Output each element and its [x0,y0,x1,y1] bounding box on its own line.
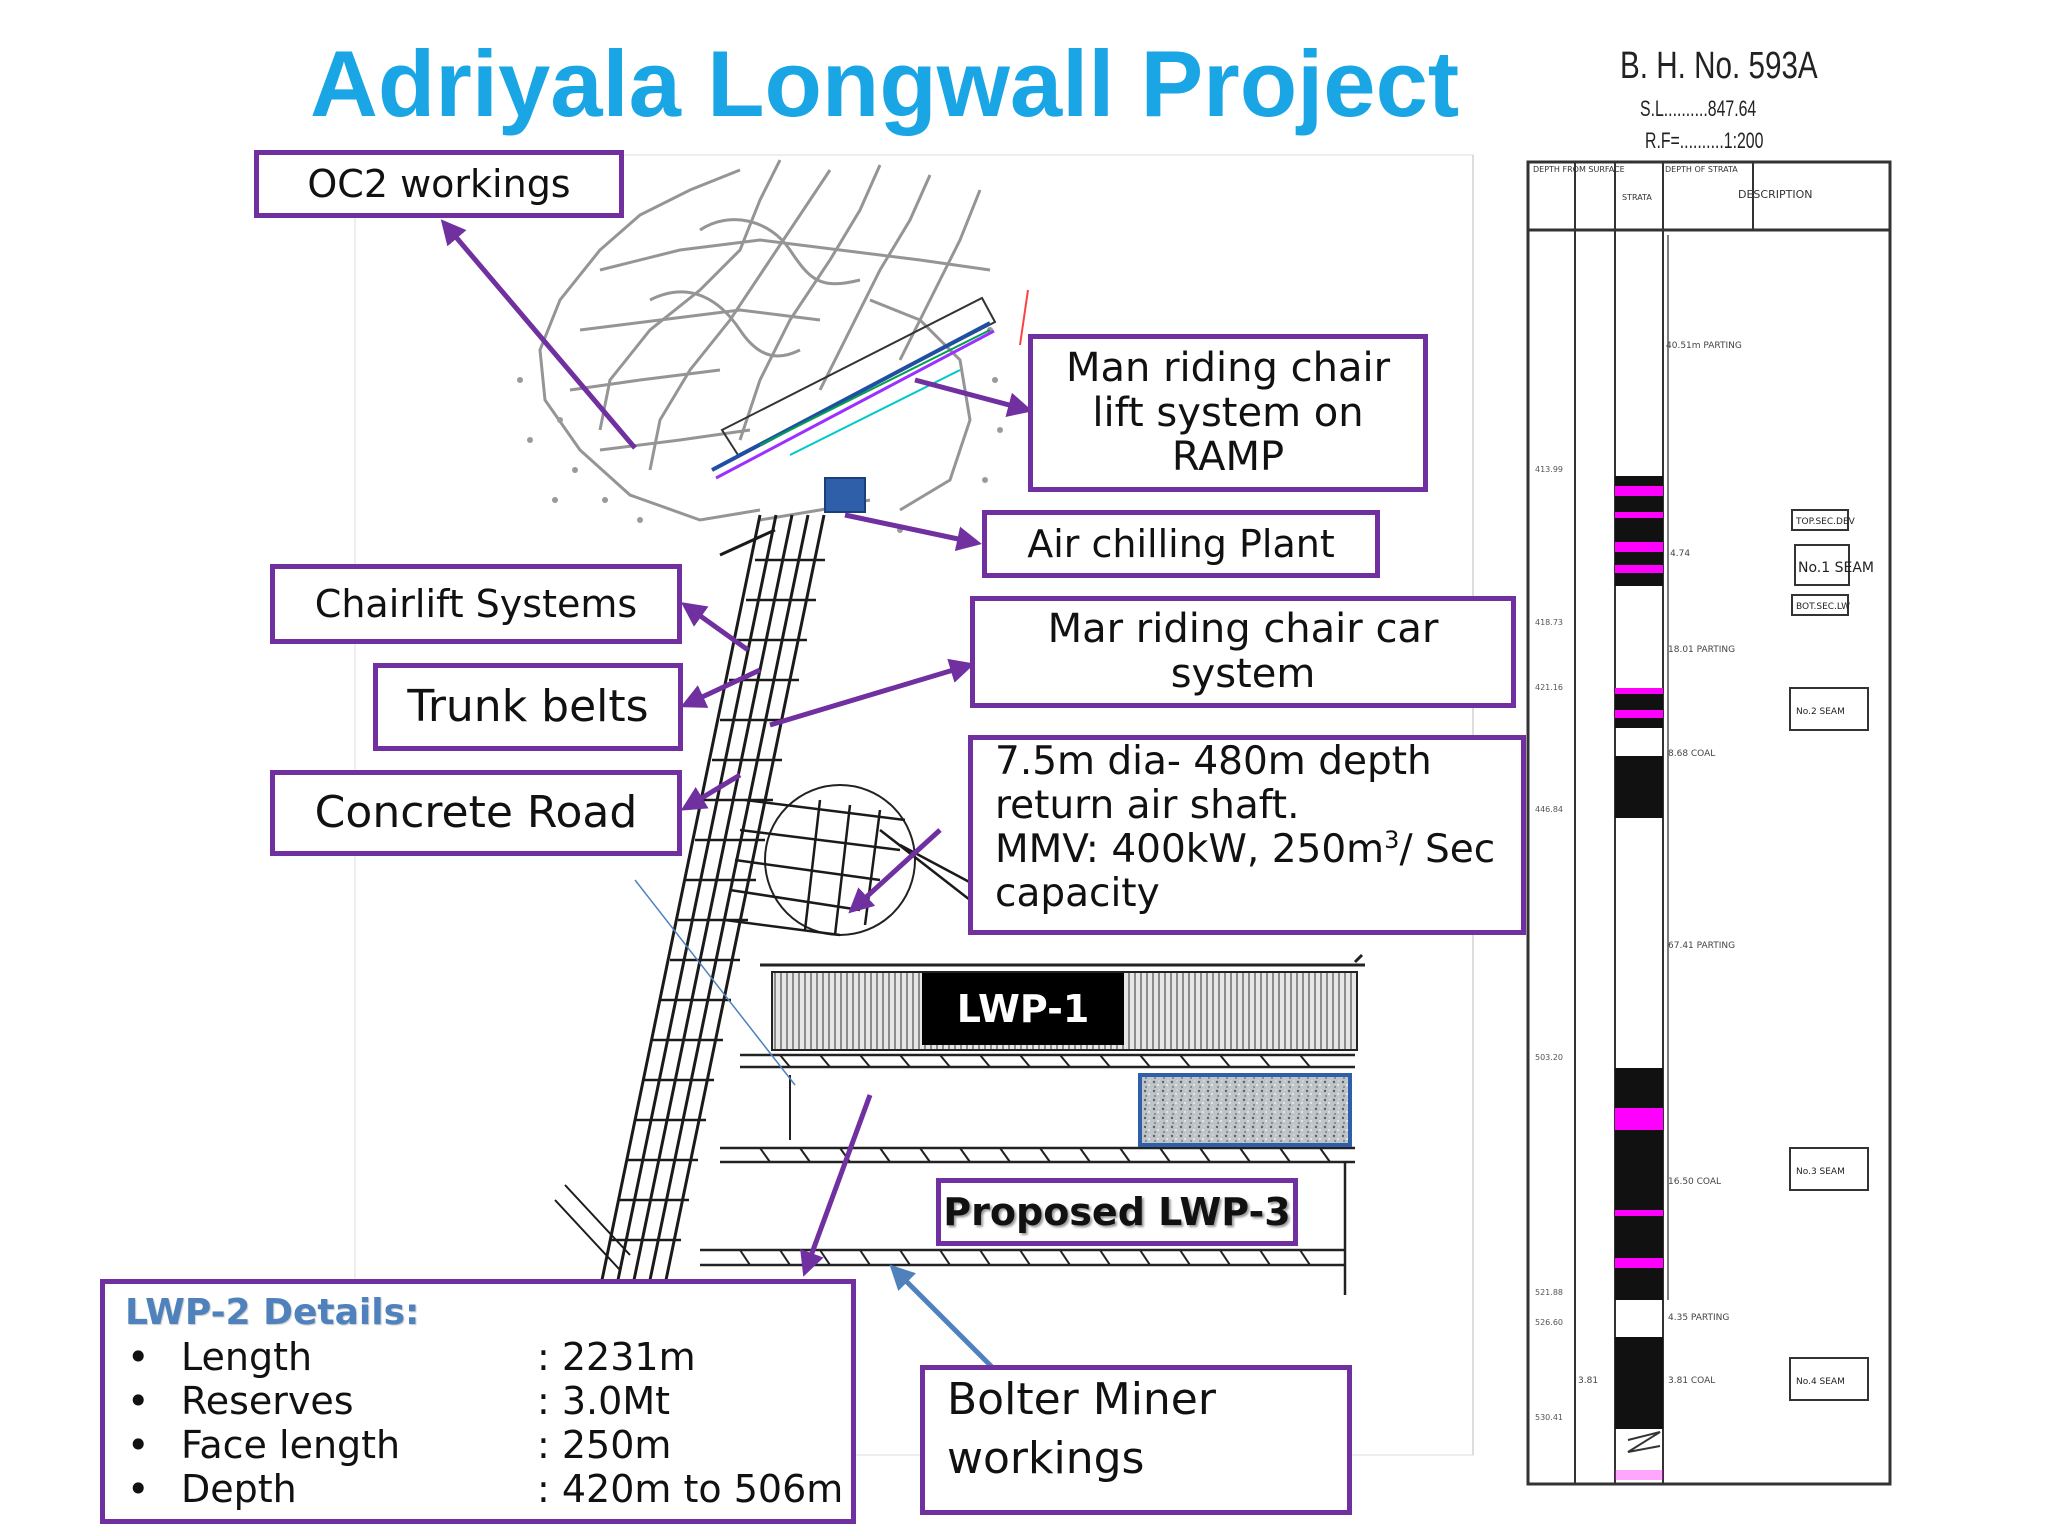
strata-notes: 40.51m PARTING 4.74 18.01 PARTING 8.68 C… [1578,341,1742,1386]
trunk-roadways [600,514,826,1281]
depth-mark: 413.99 [1535,465,1563,474]
callout-chairlift-systems: Chairlift Systems [270,564,682,644]
callout-line-mmv: MMV: 400kW, 250m3/ Sec [995,827,1495,872]
strata-note: 16.50 COAL [1668,1177,1721,1187]
callout-air-chilling-plant: Air chilling Plant [982,510,1380,578]
callout-line: Mar riding chair car [1047,606,1439,653]
bh-header-depth-of-strata: DEPTH OF STRATA [1665,165,1738,174]
seam-label-1: No.1 SEAM [1798,560,1874,576]
details-value: : 420m to 506m [537,1467,844,1511]
pit-bottom-grid [724,798,976,937]
callout-text: Concrete Road [314,787,638,839]
details-value: : 2231m [537,1335,696,1379]
seam-label-top: TOP.SEC.DEV [1795,517,1856,527]
seam-label-2: No.2 SEAM [1796,707,1845,717]
strata-note: 18.01 PARTING [1668,645,1735,655]
page-title: Adriyala Longwall Project [310,31,1460,136]
goaf-rubble [1138,1073,1352,1147]
seam-4 [1615,1337,1663,1429]
details-row-reserves: • Reserves : 3.0Mt [125,1379,851,1423]
callout-line: workings [947,1433,1145,1485]
borehole-log [1526,160,1892,1486]
details-value: : 3.0Mt [537,1379,670,1423]
depth-mark: 530.41 [1535,1413,1563,1422]
callout-line: RAMP [1171,434,1285,481]
seam-label-3: No.3 SEAM [1796,1167,1845,1177]
air-chilling-plant-marker [824,477,866,513]
bullet-icon: • [127,1423,150,1467]
callout-line: Man riding chair [1065,344,1391,391]
callout-oc2-workings: OC2 workings [254,150,624,218]
callout-text: OC2 workings [307,161,571,206]
callout-text: Air chilling Plant [1027,521,1335,566]
bh-header-strata: STRATA [1622,193,1652,202]
bullet-icon: • [127,1379,150,1423]
seam-2 [1615,690,1663,728]
depth-mark: 421.16 [1535,683,1563,692]
callout-text: Trunk belts [407,681,649,733]
mmv-prefix: MMV: 400kW, 250m [995,827,1385,873]
lwp2-details-heading: LWP-2 Details: [125,1292,420,1333]
bullet-icon: • [127,1335,150,1379]
borehole-title: B. H. No. 593A [1620,45,1818,87]
strata-note: 4.74 [1670,549,1690,559]
callout-line: system [1170,651,1316,697]
details-row-depth: • Depth : 420m to 506m [125,1467,851,1511]
strata-note: 40.51m PARTING [1666,341,1742,351]
details-key: Face length [181,1423,401,1467]
seam-label-4: No.4 SEAM [1796,1377,1845,1387]
depth-mark: 521.88 [1535,1288,1563,1297]
bh-header-depth: DEPTH FROM SURFACE [1533,165,1625,174]
oc2-workings-cluster [538,159,991,522]
bh-header-description: DESCRIPTION [1738,188,1812,201]
depth-mark: 526.60 [1535,1318,1563,1327]
details-row-length: • Length : 2231m [125,1335,851,1379]
proposed-lwp3-label: Proposed LWP-3 [936,1178,1298,1246]
mmv-suffix: / Sec [1399,827,1496,873]
strata-note: 8.68 COAL [1668,749,1715,759]
callout-line: Bolter Miner [947,1374,1216,1425]
callout-concrete-road: Concrete Road [270,770,682,856]
callout-line: capacity [995,871,1160,917]
oc2-dots [517,327,1003,533]
strata-note: 3.81 [1578,1376,1598,1386]
borehole-sl: S.L..........847.64 [1640,96,1757,121]
callout-line: lift system on [1092,389,1364,436]
borehole-header: DEPTH FROM SURFACE STRATA DEPTH OF STRAT… [1533,165,1812,202]
seam-2-lower [1615,756,1663,818]
details-value: : 250m [537,1423,672,1467]
depth-marks: 413.99 418.73 421.16 446.84 503.20 521.8… [1535,465,1563,1422]
depth-mark: 446.84 [1535,805,1563,814]
lwp1-label: LWP-1 [922,973,1124,1045]
callout-return-air-shaft: 7.5m dia- 480m depth return air shaft. M… [968,735,1526,935]
seam-labels: TOP.SEC.DEV No.1 SEAM BOT.SEC.LW No.2 SE… [1795,517,1874,1387]
callout-trunk-belts: Trunk belts [373,663,683,751]
details-key: Length [181,1335,313,1379]
shaft-circle [764,784,916,936]
strata-note: 67.41 PARTING [1668,941,1735,951]
depth-mark: 503.20 [1535,1053,1563,1062]
callout-line: 7.5m dia- 480m depth [995,739,1432,784]
bullet-icon: • [127,1467,150,1511]
borehole-rf: R.F=..........1:200 [1645,128,1764,153]
lwp2-details-box: LWP-2 Details: • Length : 2231m • Reserv… [100,1279,856,1524]
callout-bolter-miner: Bolter Miner workings [920,1365,1352,1515]
callout-text: Chairlift Systems [314,581,638,626]
details-key: Reserves [181,1379,354,1423]
strata-note: 4.35 PARTING [1668,1313,1729,1323]
mmv-superscript: 3 [1384,826,1400,855]
callout-chairlift-ramp: Man riding chair lift system on RAMP [1028,334,1428,492]
details-row-face-length: • Face length : 250m [125,1423,851,1467]
depth-mark: 418.73 [1535,618,1563,627]
callout-line: return air shaft. [995,782,1300,828]
callout-car-system: Mar riding chair car system [970,596,1516,708]
gate-road-chevrons [739,1054,1331,1266]
callout-arrows [440,219,1033,1382]
ramp-band [711,289,1029,480]
seam-label-bot: BOT.SEC.LW [1796,602,1850,612]
strata-note: 3.81 COAL [1668,1376,1715,1386]
details-key: Depth [181,1467,297,1511]
